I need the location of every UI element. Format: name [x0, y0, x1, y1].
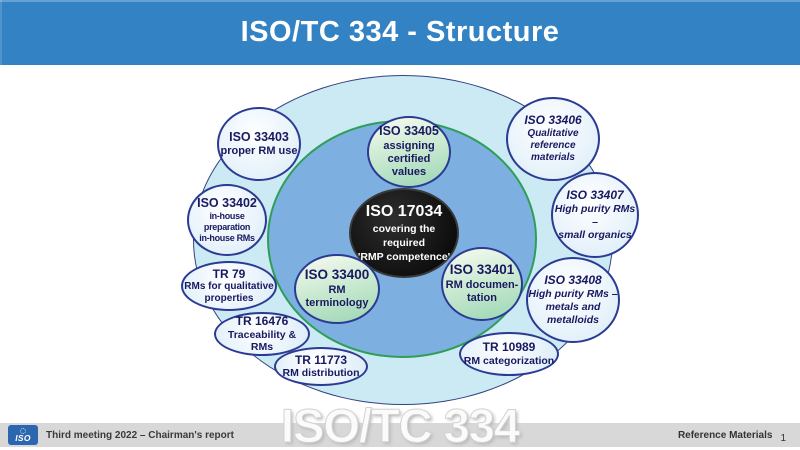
center-bubble-title: ISO 17034 [365, 202, 443, 220]
bubble-line: RM categorization [463, 354, 555, 367]
page-title: ISO/TC 334 - Structure [240, 16, 560, 48]
bubble-iso-17034: ISO 17034 covering the required 'RMP com… [349, 188, 459, 278]
bubble-line: Traceability & RMs [227, 328, 297, 354]
footer-bar: ISO Third meeting 2022 – Chairman's repo… [0, 423, 800, 447]
bubble-title: ISO 33401 [449, 262, 515, 278]
bubble-iso-33400: ISO 33400 RM terminology [294, 254, 380, 324]
footer-meeting-text: Third meeting 2022 – Chairman's report [46, 429, 234, 441]
bubble-iso-33401: ISO 33401 RM documen- tation [441, 247, 523, 321]
bubble-tr-11773: TR 11773 RM distribution [274, 347, 368, 386]
iso-globe-icon [20, 427, 26, 434]
watermark: ISO/TC 334 [280, 399, 520, 450]
center-bubble-line: covering the required [372, 223, 436, 250]
bubble-iso-33402: ISO 33402 in-house preparation in-house … [187, 184, 267, 256]
bubble-title: TR 10989 [482, 340, 536, 355]
bubble-title: TR 11773 [294, 352, 348, 367]
bubble-line: metalloids [547, 313, 599, 326]
bubble-line: assigning [383, 139, 435, 152]
iso-logo: ISO [8, 425, 38, 445]
bubble-line: certified values [387, 152, 431, 179]
bubble-title: ISO 33408 [544, 273, 602, 288]
bubble-iso-33403: ISO 33403 proper RM use [217, 107, 301, 181]
bubble-tr-10989: TR 10989 RM categorization [459, 332, 559, 376]
bubble-title: TR 79 [212, 266, 246, 281]
bubble-line: RMs for qualitative [184, 281, 274, 293]
bubble-title: ISO 33407 [566, 188, 624, 203]
iso-logo-text: ISO [15, 432, 31, 443]
bubble-title: ISO 33406 [524, 113, 582, 128]
bubble-line: High purity RMs – [554, 203, 636, 228]
bubble-title: ISO 33400 [304, 267, 370, 283]
bubble-iso-33406: ISO 33406 Qualitative reference material… [506, 97, 600, 181]
bubble-line: tation [467, 292, 497, 305]
bubble-line: High purity RMs – [528, 288, 618, 301]
bubble-line: RM distribution [282, 367, 360, 380]
bubble-line: small organics [558, 228, 632, 241]
bubble-line: Qualitative [527, 128, 579, 140]
bubble-line: RM terminology [305, 283, 369, 310]
bubble-line: in-house preparation [203, 211, 251, 233]
bubble-tr-79: TR 79 RMs for qualitative properties [181, 261, 277, 311]
bubble-title: ISO 33405 [379, 124, 439, 139]
bubble-iso-33408: ISO 33408 High purity RMs – metals and m… [526, 257, 620, 343]
bubble-line: proper RM use [220, 144, 298, 157]
bubble-line: in-house RMs [199, 233, 255, 244]
bubble-line: metals and [545, 300, 601, 313]
bubble-line: RM documen- [445, 278, 519, 291]
bubble-title: TR 16476 [235, 313, 289, 328]
bubble-line: properties [204, 293, 254, 305]
footer-reference-text: Reference Materials [677, 429, 773, 441]
center-bubble-line: 'RMP competence' [357, 250, 451, 263]
bubble-iso-33407: ISO 33407 High purity RMs – small organi… [551, 172, 639, 258]
bubble-title: ISO 33403 [229, 129, 289, 144]
bubble-title: ISO 33402 [197, 195, 257, 210]
bubble-iso-33405: ISO 33405 assigning certified values [367, 116, 451, 188]
bubble-tr-16476: TR 16476 Traceability & RMs [214, 312, 310, 356]
bubble-line: reference materials [530, 140, 576, 164]
slide-header: ISO/TC 334 - Structure [0, 0, 800, 65]
page-number: 1 [780, 432, 786, 444]
